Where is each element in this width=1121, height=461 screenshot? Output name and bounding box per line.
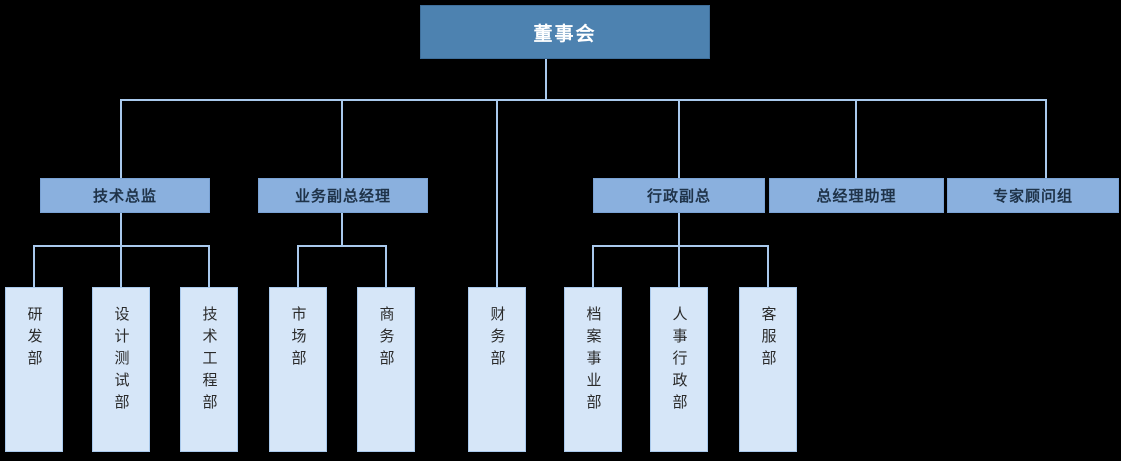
- connector-bus-to-gm-assistant: [855, 99, 857, 179]
- node-admin-vp[interactable]: 行政副总: [593, 178, 765, 213]
- connector-bus-to-tech-director: [120, 99, 122, 179]
- node-customer-service-dept[interactable]: 客服部: [739, 287, 797, 452]
- node-marketing-dept[interactable]: 市场部: [269, 287, 327, 452]
- node-hr-admin-dept-label: 人事行政部: [670, 306, 689, 416]
- node-business-vp[interactable]: 业务副总经理: [258, 178, 428, 213]
- connector-to-tech-engineering-dept: [208, 245, 210, 288]
- connector-to-hr-admin-dept: [678, 245, 680, 288]
- connector-to-design-test-dept: [120, 245, 122, 288]
- connector-business-vp-bus: [297, 245, 386, 247]
- node-hr-admin-dept[interactable]: 人事行政部: [650, 287, 708, 452]
- node-commerce-dept[interactable]: 商务部: [357, 287, 415, 452]
- connector-tech-director-stem: [120, 212, 122, 246]
- connector-bus-to-finance-dept: [496, 99, 498, 288]
- node-design-test-dept-label: 设计测试部: [112, 306, 131, 416]
- connector-root-stem: [545, 58, 547, 100]
- connector-bus-to-expert-group: [1045, 99, 1047, 179]
- node-gm-assistant[interactable]: 总经理助理: [769, 178, 944, 213]
- node-rnd-dept-label: 研发部: [25, 306, 44, 372]
- connector-to-rnd-dept: [33, 245, 35, 288]
- node-tech-engineering-dept[interactable]: 技术工程部: [180, 287, 238, 452]
- node-marketing-dept-label: 市场部: [289, 306, 308, 372]
- connector-to-marketing-dept: [297, 245, 299, 288]
- node-rnd-dept[interactable]: 研发部: [5, 287, 63, 452]
- connector-bus-to-admin-vp: [678, 99, 680, 179]
- node-finance-dept[interactable]: 财务部: [468, 287, 526, 452]
- node-customer-service-dept-label: 客服部: [759, 306, 778, 372]
- connector-admin-vp-stem: [678, 212, 680, 246]
- node-archive-division-label: 档案事业部: [584, 306, 603, 416]
- connector-admin-vp-bus: [592, 245, 769, 247]
- node-tech-engineering-dept-label: 技术工程部: [200, 306, 219, 416]
- node-archive-division[interactable]: 档案事业部: [564, 287, 622, 452]
- connector-main-bus: [120, 99, 1047, 101]
- connector-business-vp-stem: [341, 212, 343, 246]
- node-expert-advisory-group[interactable]: 专家顾问组: [947, 178, 1119, 213]
- node-tech-director[interactable]: 技术总监: [40, 178, 210, 213]
- connector-to-customer-service-dept: [767, 245, 769, 288]
- connector-to-commerce-dept: [385, 245, 387, 288]
- connector-bus-to-business-vp: [341, 99, 343, 179]
- node-design-test-dept[interactable]: 设计测试部: [92, 287, 150, 452]
- node-commerce-dept-label: 商务部: [377, 306, 396, 372]
- node-board-of-directors[interactable]: 董事会: [420, 5, 710, 59]
- node-finance-dept-label: 财务部: [488, 306, 507, 372]
- connector-to-archive-division: [592, 245, 594, 288]
